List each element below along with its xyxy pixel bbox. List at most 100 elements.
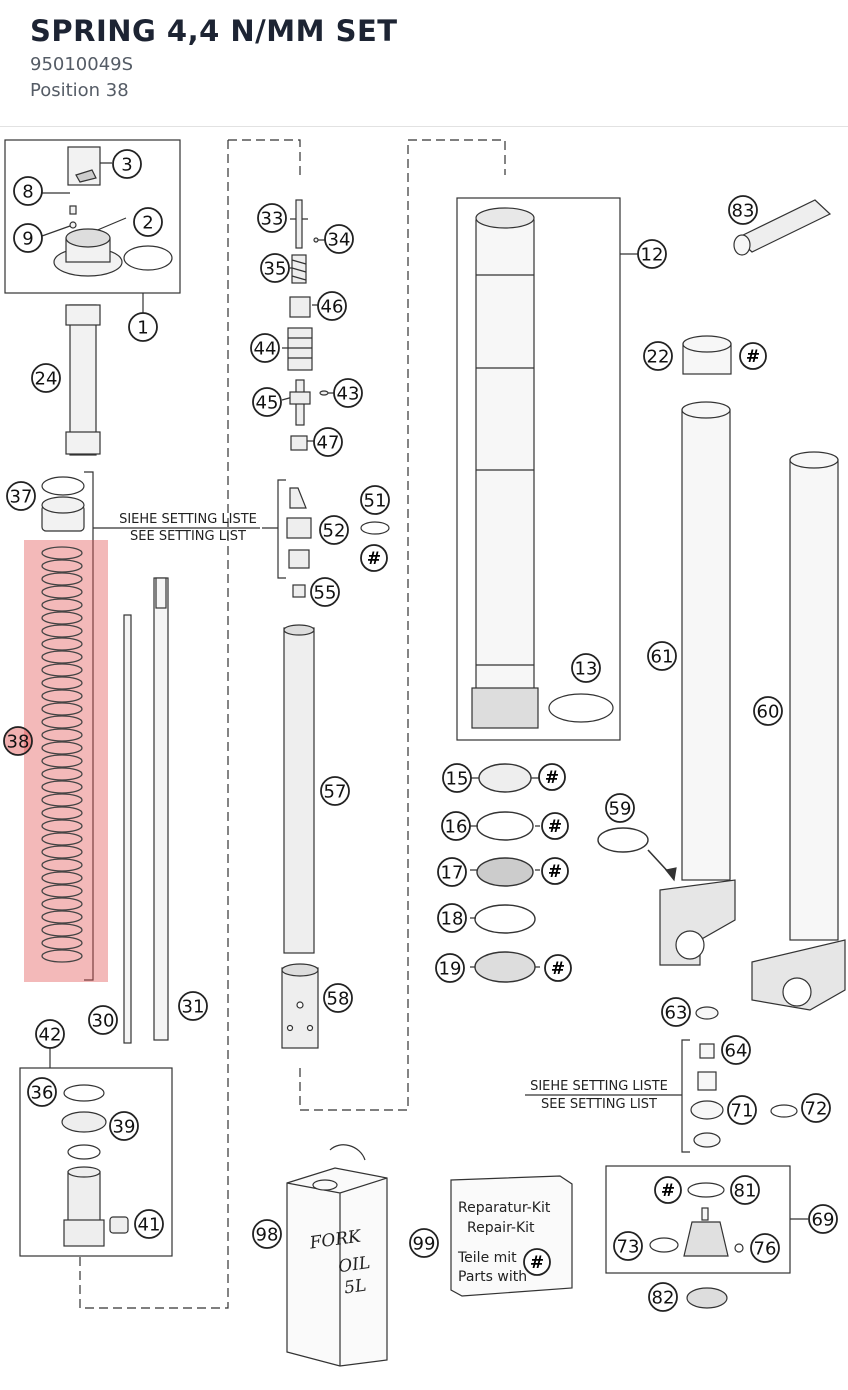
page-title: SPRING 4,4 N/MM SET <box>30 14 398 48</box>
callout-22[interactable]: 22 <box>643 341 673 371</box>
callout-47[interactable]: 47 <box>313 427 343 457</box>
callout-41[interactable]: 41 <box>134 1209 164 1239</box>
callout-number: 22 <box>647 347 670 368</box>
callout-1[interactable]: 1 <box>128 312 158 342</box>
callout-number: 82 <box>652 1288 675 1309</box>
spring-coil <box>41 832 83 846</box>
spring-coil <box>41 572 83 586</box>
bracket-right <box>525 1039 690 1153</box>
spring-coil <box>41 806 83 820</box>
callout-46[interactable]: 46 <box>317 291 347 321</box>
callout-12[interactable]: 12 <box>637 239 667 269</box>
callout-42[interactable]: 42 <box>35 1019 65 1049</box>
callout-number: 47 <box>317 433 340 454</box>
spring-coil <box>41 884 83 898</box>
svg-text:#: # <box>545 768 559 788</box>
spring-coil <box>41 754 83 768</box>
hash-callout: # <box>654 1176 682 1204</box>
callout-83[interactable]: 83 <box>728 195 758 225</box>
callout-3[interactable]: 3 <box>112 149 142 179</box>
callout-57[interactable]: 57 <box>320 776 350 806</box>
callout-44[interactable]: 44 <box>250 333 280 363</box>
callout-number: 72 <box>805 1099 828 1120</box>
callout-9[interactable]: 9 <box>13 223 43 253</box>
callout-16[interactable]: 16 <box>441 811 471 841</box>
callout-82[interactable]: 82 <box>648 1282 678 1312</box>
exploded-parts-diagram: FORK OIL 5L Reparatur-Kit Repair-Kit Tei… <box>3 139 846 1367</box>
callout-31[interactable]: 31 <box>178 991 208 1021</box>
svg-text:#: # <box>548 862 562 882</box>
callout-17[interactable]: 17 <box>437 857 467 887</box>
callout-number: 17 <box>441 863 464 884</box>
callout-24[interactable]: 24 <box>31 363 61 393</box>
svg-text:#: # <box>746 347 760 367</box>
callout-52[interactable]: 52 <box>319 515 349 545</box>
callout-15[interactable]: 15 <box>442 763 472 793</box>
callout-73[interactable]: 73 <box>613 1231 643 1261</box>
callout-labels: 1238912131516171819222430313334353637383… <box>3 149 838 1312</box>
callout-39[interactable]: 39 <box>109 1111 139 1141</box>
callout-81[interactable]: 81 <box>730 1175 760 1205</box>
rod-30 <box>123 614 132 1044</box>
callout-number: 41 <box>138 1215 161 1236</box>
callout-43[interactable]: 43 <box>333 378 363 408</box>
callout-8[interactable]: 8 <box>13 176 43 206</box>
hash-callout: # <box>544 954 572 982</box>
note2-line2: SEE SETTING LIST <box>541 1097 657 1112</box>
callout-37[interactable]: 37 <box>6 481 36 511</box>
callout-69[interactable]: 69 <box>808 1204 838 1234</box>
callout-38[interactable]: 38 <box>3 726 33 756</box>
callout-number: 13 <box>575 659 598 680</box>
callout-13[interactable]: 13 <box>571 653 601 683</box>
callout-64[interactable]: 64 <box>721 1035 751 1065</box>
callout-99[interactable]: 99 <box>409 1228 439 1258</box>
callout-number: 81 <box>734 1181 757 1202</box>
callout-63[interactable]: 63 <box>661 997 691 1027</box>
callout-number: 57 <box>324 782 347 803</box>
callout-76[interactable]: 76 <box>750 1233 780 1263</box>
callout-number: 73 <box>617 1237 640 1258</box>
callout-2[interactable]: 2 <box>133 207 163 237</box>
spring-coil <box>41 793 83 807</box>
callout-55[interactable]: 55 <box>310 577 340 607</box>
callout-number: 51 <box>364 491 387 512</box>
spring-coil <box>41 650 83 664</box>
callout-19[interactable]: 19 <box>435 953 465 983</box>
callout-number: 59 <box>609 799 632 820</box>
spring-coil <box>41 546 83 560</box>
callout-71[interactable]: 71 <box>727 1095 757 1125</box>
callout-33[interactable]: 33 <box>257 203 287 233</box>
callout-number: 15 <box>446 769 469 790</box>
fork-oil-can <box>286 1167 388 1367</box>
callout-18[interactable]: 18 <box>437 903 467 933</box>
callout-30[interactable]: 30 <box>88 1005 118 1035</box>
inner-tube-61 <box>681 409 731 881</box>
position-label: Position 38 <box>30 80 129 101</box>
callout-number: 52 <box>323 521 346 542</box>
spring-coil <box>41 663 83 677</box>
callout-36[interactable]: 36 <box>27 1077 57 1107</box>
callout-60[interactable]: 60 <box>753 696 783 726</box>
callout-35[interactable]: 35 <box>260 253 290 283</box>
callout-45[interactable]: 45 <box>252 387 282 417</box>
callout-number: 46 <box>321 297 344 318</box>
callout-59[interactable]: 59 <box>605 793 635 823</box>
callout-98[interactable]: 98 <box>252 1219 282 1249</box>
header: SPRING 4,4 N/MM SET 95010049S Position 3… <box>0 0 848 127</box>
callout-number: 45 <box>256 393 279 414</box>
callout-34[interactable]: 34 <box>324 224 354 254</box>
spring-coil <box>41 819 83 833</box>
callout-51[interactable]: 51 <box>360 485 390 515</box>
spring-coil <box>41 923 83 937</box>
callout-number: 2 <box>142 213 153 234</box>
spring-coil <box>41 741 83 755</box>
callout-72[interactable]: 72 <box>801 1093 831 1123</box>
callout-58[interactable]: 58 <box>323 983 353 1013</box>
kit-line2: Repair-Kit <box>467 1220 535 1236</box>
oil-line3: 5L <box>343 1276 368 1299</box>
callout-number: 55 <box>314 583 337 604</box>
spring-coil <box>41 780 83 794</box>
callout-number: 58 <box>327 989 350 1010</box>
hash-callout: # <box>538 763 566 791</box>
callout-61[interactable]: 61 <box>647 641 677 671</box>
